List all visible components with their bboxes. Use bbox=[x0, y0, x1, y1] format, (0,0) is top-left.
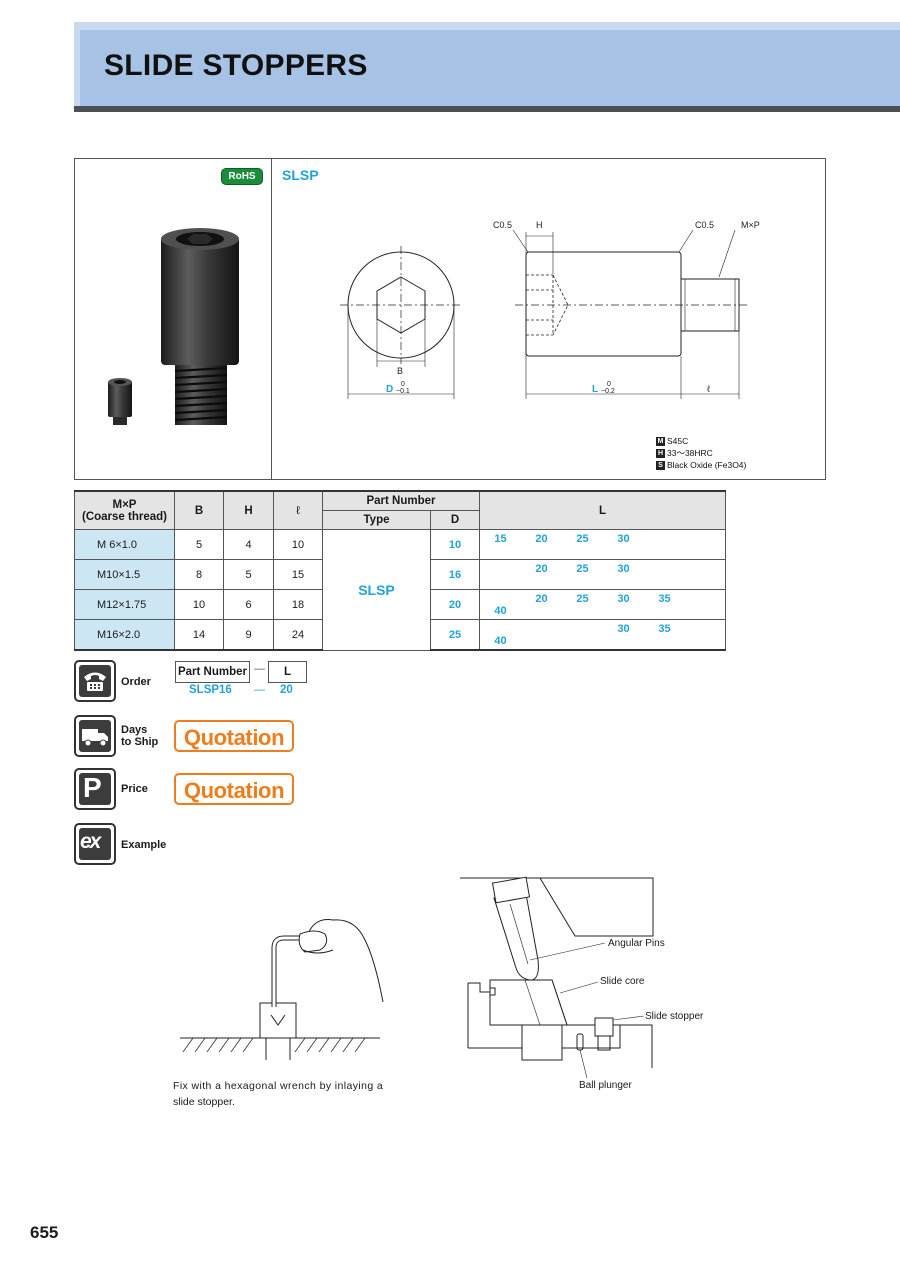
callout-slide-core: Slide core bbox=[600, 976, 645, 987]
col-header-h: H bbox=[223, 490, 274, 530]
cell-ell: 24 bbox=[273, 619, 323, 651]
days-to-ship-quotation: Quotation bbox=[174, 720, 294, 752]
order-dash: — bbox=[254, 663, 265, 675]
surface-text: Black Oxide (Fe3O4) bbox=[667, 460, 747, 470]
technical-drawing: C0.5 H C0.5 M×P B D 0 −0.1 L 0 −0.2 ℓ bbox=[340, 220, 760, 399]
phone-icon bbox=[74, 660, 116, 702]
cell-d: 16 bbox=[430, 559, 480, 590]
cell-type: SLSP bbox=[322, 529, 431, 651]
header-top-strip bbox=[74, 22, 900, 30]
order-label: Order bbox=[121, 676, 151, 688]
cell-ell: 10 bbox=[273, 529, 323, 560]
col-header-ell: ℓ bbox=[273, 490, 323, 530]
cell-d: 25 bbox=[430, 619, 480, 651]
l-tol-upper: 0 bbox=[607, 381, 611, 388]
large-stopper-illustration bbox=[161, 228, 239, 425]
d-dim-label: D bbox=[386, 384, 393, 395]
chamfer-right-label: C0.5 bbox=[695, 220, 714, 230]
cell-ell: 15 bbox=[273, 559, 323, 590]
page-header: SLIDE STOPPERS bbox=[74, 22, 900, 112]
order-part-number-box: Part Number bbox=[175, 661, 250, 683]
page-title: SLIDE STOPPERS bbox=[104, 49, 368, 82]
example-ex-icon: ex bbox=[74, 823, 116, 865]
cell-h: 6 bbox=[223, 589, 274, 620]
cell-b: 10 bbox=[174, 589, 224, 620]
small-stopper-illustration bbox=[108, 378, 132, 425]
side-view-body bbox=[525, 251, 682, 357]
example-label: Example bbox=[121, 839, 167, 851]
col-header-b: B bbox=[174, 490, 224, 530]
cell-h: 5 bbox=[223, 559, 274, 590]
col-header-mxp: M×P(Coarse thread) bbox=[74, 490, 175, 530]
cell-d: 20 bbox=[430, 589, 480, 620]
cell-b: 5 bbox=[174, 529, 224, 560]
h-dim-label: H bbox=[536, 220, 543, 230]
hardness-text: 33〜38HRC bbox=[667, 448, 713, 458]
header-bottom-rule bbox=[74, 106, 900, 112]
l-dim-label: L bbox=[592, 384, 598, 395]
cell-d: 10 bbox=[430, 529, 480, 560]
material-text: S45C bbox=[667, 436, 689, 446]
col-header-l: L bbox=[479, 490, 726, 530]
order-example-part: SLSP16 bbox=[189, 684, 232, 696]
thread-label: M×P bbox=[741, 220, 760, 230]
product-photo bbox=[108, 228, 239, 425]
surface-code-badge: S bbox=[656, 461, 665, 471]
order-example-dash: — bbox=[254, 684, 265, 696]
product-type-title: SLSP bbox=[282, 167, 319, 183]
callout-ball-plunger: Ball plunger bbox=[579, 1080, 632, 1091]
cell-b: 8 bbox=[174, 559, 224, 590]
cell-b: 14 bbox=[174, 619, 224, 651]
order-example-l: 20 bbox=[280, 684, 293, 696]
panel-divider bbox=[271, 159, 272, 479]
price-p-icon: P bbox=[74, 768, 116, 810]
cell-h: 4 bbox=[223, 529, 274, 560]
mold-assembly-illustration bbox=[460, 876, 654, 1079]
product-panel: RoHS SLSP bbox=[74, 158, 826, 480]
ell-dim-label: ℓ bbox=[707, 384, 711, 394]
header-left-strip bbox=[74, 22, 80, 112]
truck-icon bbox=[74, 715, 116, 757]
cell-mxp: M 6×1.0 bbox=[74, 529, 175, 560]
rohs-badge: RoHS bbox=[222, 169, 262, 184]
material-code-badge: M bbox=[656, 437, 665, 447]
cell-mxp: M10×1.5 bbox=[74, 559, 175, 590]
col-header-type: Type bbox=[322, 510, 431, 530]
d-tol-lower: −0.1 bbox=[396, 388, 410, 395]
cell-mxp: M16×2.0 bbox=[74, 619, 175, 651]
price-label: Price bbox=[121, 783, 148, 795]
callout-slide-stopper: Slide stopper bbox=[645, 1011, 704, 1022]
order-l-box: L bbox=[268, 661, 307, 683]
cell-mxp: M12×1.75 bbox=[74, 589, 175, 620]
cell-h: 9 bbox=[223, 619, 274, 651]
b-dim-label: B bbox=[397, 366, 403, 376]
spec-table: M×P(Coarse thread) B H ℓ Part Number L T… bbox=[74, 490, 726, 651]
d-tol-upper: 0 bbox=[401, 381, 405, 388]
col-header-d: D bbox=[430, 510, 480, 530]
wrench-installation-illustration bbox=[180, 919, 384, 1060]
callout-angular-pins: Angular Pins bbox=[608, 938, 665, 949]
example-left-caption: Fix with a hexagonal wrench by inlaying … bbox=[173, 1080, 384, 1108]
hardness-code-badge: H bbox=[656, 449, 665, 459]
col-header-part-number: Part Number bbox=[322, 490, 480, 511]
cell-ell: 18 bbox=[273, 589, 323, 620]
l-tol-lower: −0.2 bbox=[601, 388, 615, 395]
chamfer-left-label: C0.5 bbox=[493, 220, 512, 230]
page-number: 655 bbox=[30, 1223, 59, 1242]
price-quotation: Quotation bbox=[174, 773, 294, 805]
